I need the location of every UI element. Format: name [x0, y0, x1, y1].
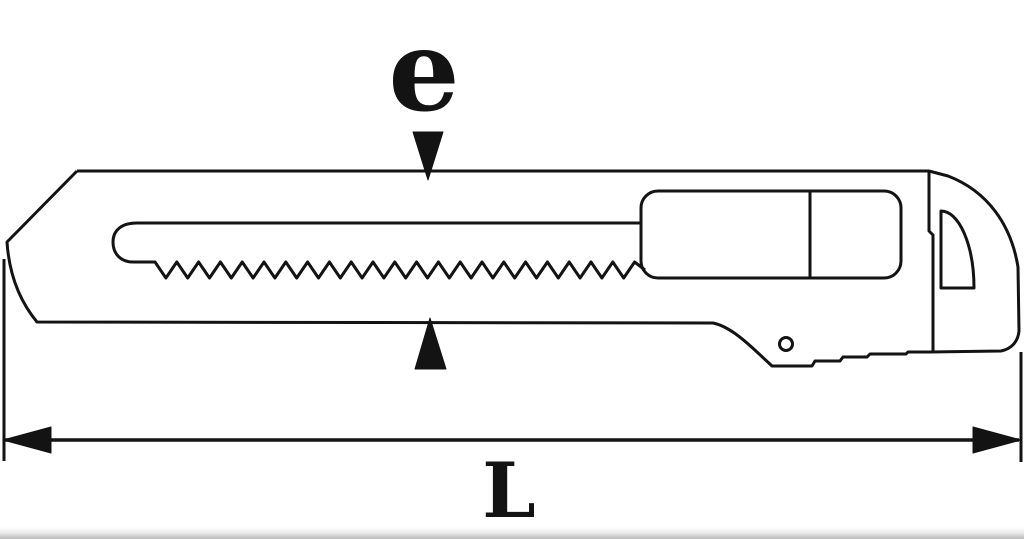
- body-outline: [5, 169, 929, 368]
- snap-hole: [778, 336, 794, 352]
- thickness-arrow-down: [412, 131, 444, 181]
- end-cap-separator: [927, 170, 935, 352]
- length-arrow-left: [2, 426, 52, 454]
- thickness-arrow-up: [414, 317, 447, 370]
- end-cap-outline: [928, 169, 1021, 354]
- length-label: L: [482, 446, 535, 535]
- blade-edge: [111, 221, 646, 280]
- end-cap-detail: [939, 209, 976, 290]
- length-arrow-right: [972, 426, 1022, 454]
- slider-button: [639, 189, 903, 280]
- image-bottom-edge: [0, 527, 1024, 539]
- thickness-label: e: [388, 6, 459, 137]
